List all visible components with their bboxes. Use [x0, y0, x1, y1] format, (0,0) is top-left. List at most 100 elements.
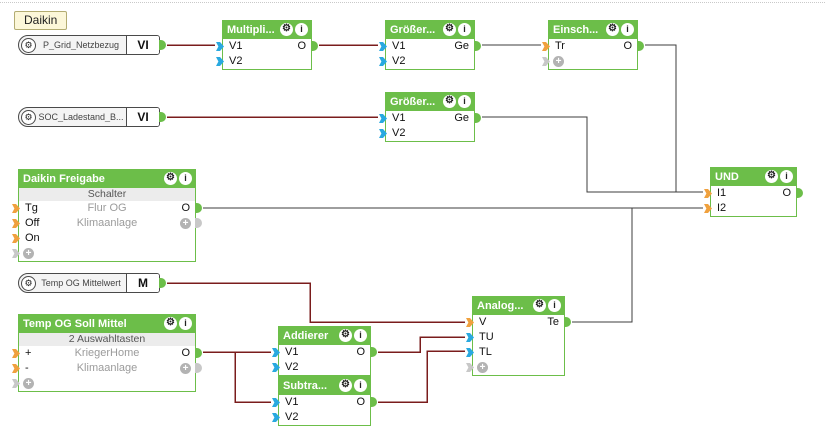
gear-icon[interactable]: ⚙ — [21, 275, 36, 291]
output-connector[interactable] — [311, 41, 318, 51]
input-port-TL-icon[interactable] — [466, 348, 474, 357]
output-connector[interactable] — [370, 397, 377, 407]
info-icon[interactable]: i — [548, 299, 561, 312]
header-icons: ⚙i — [606, 23, 634, 36]
info-icon[interactable]: i — [179, 172, 192, 185]
info-icon[interactable]: i — [354, 329, 367, 342]
output-connector[interactable] — [637, 41, 644, 51]
output-connector[interactable] — [370, 347, 377, 357]
input-port-V2-icon[interactable] — [379, 129, 387, 138]
info-icon[interactable]: i — [354, 379, 367, 392]
input-port---icon[interactable] — [12, 364, 20, 373]
block-title: Temp OG Soll Mittel — [23, 318, 127, 330]
io-node-label: Temp OG Mittelwert — [41, 278, 121, 288]
input-port-+-icon[interactable] — [12, 349, 20, 358]
header-icons: ⚙i — [339, 329, 367, 342]
io-node-temp_mittel[interactable]: ⚙ Temp OG Mittelwert M — [18, 273, 166, 293]
output-connector[interactable] — [159, 40, 166, 50]
io-node-soc[interactable]: ⚙SOC_Ladestand_B...VI — [18, 107, 166, 127]
add-input-icon[interactable]: + — [553, 55, 564, 67]
input-port-V2-icon[interactable] — [216, 57, 224, 66]
input-port-add-icon[interactable] — [466, 363, 474, 372]
info-icon[interactable]: i — [179, 317, 192, 330]
output-connector[interactable] — [564, 317, 571, 327]
add-output-icon[interactable]: + — [180, 363, 191, 374]
output-connector[interactable] — [195, 203, 202, 213]
wire-subtra.O-to-analog.TL — [378, 350, 465, 403]
output-connector[interactable] — [796, 188, 803, 198]
input-port-add-icon[interactable] — [12, 379, 20, 388]
wire-groesser2.Ge-to-und.I1 — [482, 116, 703, 193]
input-port-V2-icon[interactable] — [379, 57, 387, 66]
block-title: Multipli... — [227, 24, 275, 36]
gear-icon[interactable]: ⚙ — [339, 379, 352, 392]
gear-icon[interactable]: ⚙ — [164, 172, 177, 185]
input-port-I1-icon[interactable] — [704, 189, 712, 198]
add-output-icon[interactable]: + — [180, 218, 191, 229]
gear-icon[interactable]: ⚙ — [164, 317, 177, 330]
input-port-V1-icon[interactable] — [272, 348, 280, 357]
page-tab-daikin[interactable]: Daikin — [14, 11, 68, 30]
info-icon[interactable]: i — [621, 23, 634, 36]
gear-icon[interactable]: ⚙ — [339, 329, 352, 342]
gear-icon[interactable]: ⚙ — [21, 37, 36, 53]
input-port-TU-icon[interactable] — [466, 333, 474, 342]
input-label: V2 — [285, 411, 299, 423]
output-connector[interactable] — [474, 41, 481, 51]
input-port-V1-icon[interactable] — [379, 114, 387, 123]
input-port-V1-icon[interactable] — [216, 42, 224, 51]
gear-icon[interactable]: ⚙ — [443, 23, 456, 36]
input-port-V1-icon[interactable] — [272, 398, 280, 407]
info-icon[interactable]: i — [458, 95, 471, 108]
input-port-Tr-icon[interactable] — [542, 42, 550, 51]
info-icon[interactable]: i — [295, 23, 308, 36]
gear-icon[interactable]: ⚙ — [443, 95, 456, 108]
output-connector[interactable] — [159, 278, 166, 288]
block-header: Multipli... ⚙i — [223, 21, 311, 39]
add-input-icon[interactable]: + — [477, 361, 488, 373]
output-connector[interactable] — [195, 348, 202, 358]
input-port-add-icon[interactable] — [542, 57, 550, 66]
input-port-Tg-icon[interactable] — [12, 204, 20, 213]
output-connector[interactable] — [159, 112, 166, 122]
add-input-icon[interactable]: + — [23, 247, 34, 259]
input-label: V — [479, 316, 487, 328]
gear-icon[interactable]: ⚙ — [765, 170, 778, 183]
info-icon[interactable]: i — [458, 23, 471, 36]
block-title: Addierer — [283, 330, 329, 342]
add-input-icon[interactable]: + — [23, 377, 34, 389]
input-port-add-icon[interactable] — [12, 249, 20, 258]
gear-icon[interactable]: ⚙ — [533, 299, 546, 312]
input-port-I2-icon[interactable] — [704, 204, 712, 213]
input-port-V2-icon[interactable] — [272, 413, 280, 422]
input-port-V2-icon[interactable] — [272, 363, 280, 372]
input-port-On-icon[interactable] — [12, 234, 20, 243]
gear-icon[interactable]: ⚙ — [21, 109, 36, 125]
input-port-V1-icon[interactable] — [379, 42, 387, 51]
input-port-V-icon[interactable] — [466, 318, 474, 327]
block-title: Einsch... — [553, 24, 599, 36]
input-port-Off-icon[interactable] — [12, 219, 20, 228]
header-icons: ⚙i — [533, 299, 561, 312]
info-icon[interactable]: i — [780, 170, 793, 183]
gear-icon[interactable]: ⚙ — [606, 23, 619, 36]
io-node-type: M — [126, 274, 159, 292]
gear-icon[interactable]: ⚙ — [280, 23, 293, 36]
block-row: + — [12, 246, 195, 261]
output-connector[interactable] — [195, 363, 202, 373]
output-connector[interactable] — [195, 218, 202, 228]
block-title: Daikin Freigabe — [23, 173, 105, 185]
output-connector[interactable] — [474, 113, 481, 123]
